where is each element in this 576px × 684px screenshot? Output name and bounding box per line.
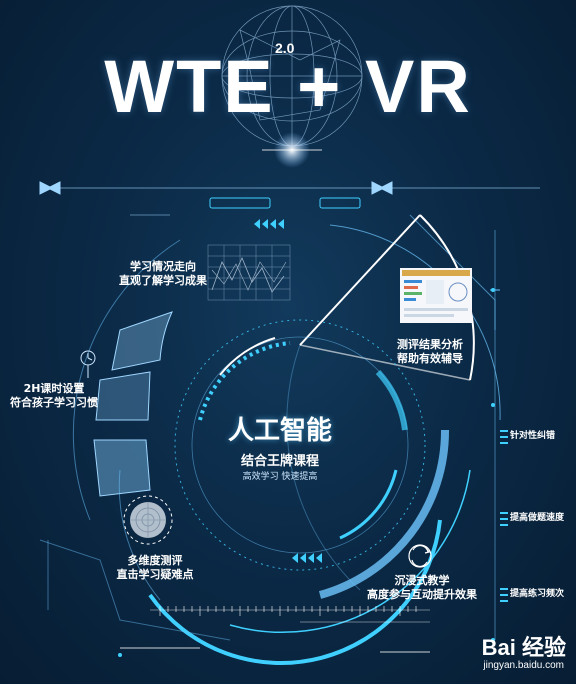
learning-trend-line2: 直观了解学习成果 xyxy=(119,274,207,287)
watermark-url: jingyan.baidu.com xyxy=(483,660,564,671)
learning-trend-label: 学习情况走向 直观了解学习成果 xyxy=(108,260,218,288)
hours-label: 2H课时设置 符合孩子学习习惯 xyxy=(0,382,108,410)
side-tag-speed: 提高做题速度 xyxy=(510,513,565,523)
analysis-line2: 帮助有效辅导 xyxy=(397,352,463,365)
analysis-line1: 测评结果分析 xyxy=(397,338,463,351)
radar-icon xyxy=(123,495,173,545)
bottom-ruler xyxy=(120,609,430,653)
side-tag-frequency: 提高练习频次 xyxy=(510,589,565,599)
multi-line2: 直击学习疑难点 xyxy=(116,568,194,581)
trend-chart-icon xyxy=(207,244,291,301)
center-tagline: 高效学习 快速提高 xyxy=(242,472,318,482)
learning-trend-line1: 学习情况走向 xyxy=(130,260,196,273)
hours-line2: 符合孩子学习习惯 xyxy=(10,396,98,409)
left-arc-segments xyxy=(93,311,173,497)
report-thumbnail xyxy=(400,268,472,323)
baidu-logo: Bai 经验 xyxy=(481,635,566,660)
side-tag-markers xyxy=(500,430,508,602)
center-rings xyxy=(118,319,471,665)
accent-dots xyxy=(118,288,495,657)
immersive-label: 沉浸式教学 高度参与互动提升效果 xyxy=(360,574,484,602)
version-label: 2.0 xyxy=(275,40,295,56)
hours-line1: 2H课时设置 xyxy=(23,382,85,395)
center-title: 人工智能 xyxy=(227,416,332,446)
ruler-ticks xyxy=(159,606,417,616)
immersive-line2: 高度参与互动提升效果 xyxy=(367,588,477,601)
multi-dimension-label: 多维度测评 直击学习疑难点 xyxy=(100,554,210,582)
baidu-watermark: Bai 经验 jingyan.baidu.com xyxy=(458,626,568,678)
clock-icon xyxy=(80,350,96,378)
top-divider xyxy=(39,181,540,216)
side-tag-targeted: 针对性纠错 xyxy=(510,431,556,441)
immersive-line1: 沉浸式教学 xyxy=(394,574,450,587)
center-subtitle: 结合王牌课程 xyxy=(240,454,319,469)
analysis-label: 测评结果分析 帮助有效辅导 xyxy=(378,338,482,366)
chevron-icons xyxy=(254,219,322,563)
multi-line1: 多维度测评 xyxy=(127,554,183,567)
page-title: WTE + VR xyxy=(104,45,472,128)
rotate-icon xyxy=(408,544,432,568)
